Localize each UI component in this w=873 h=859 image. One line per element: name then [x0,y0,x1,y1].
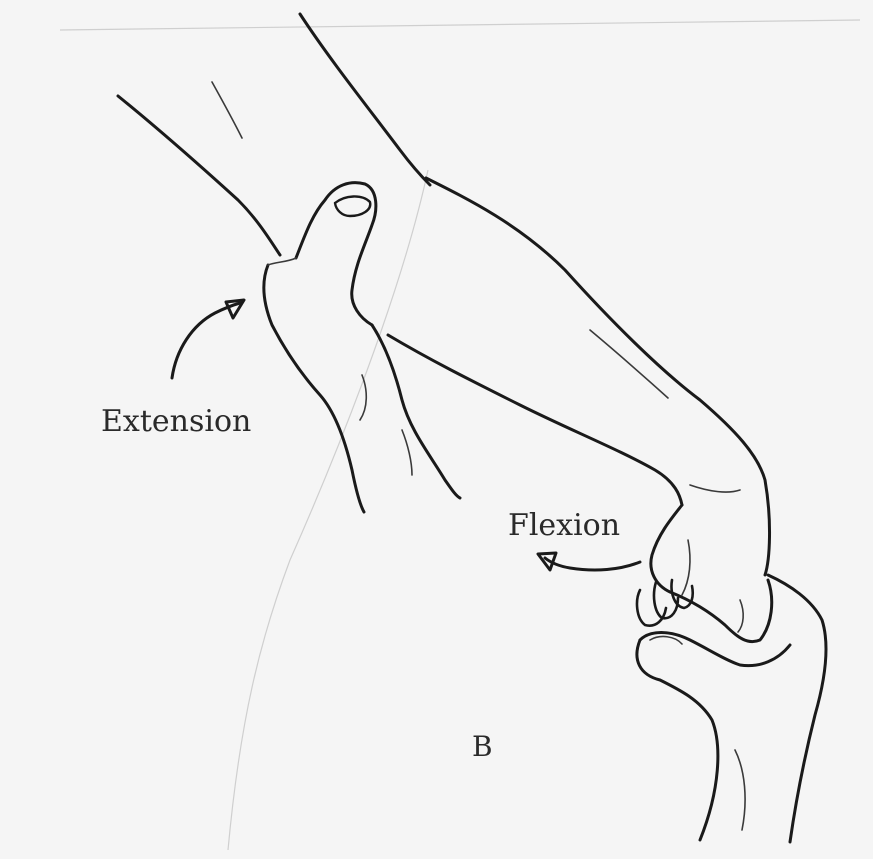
upper-arm-right-edge [300,14,430,185]
patient-fist-crease [682,540,690,595]
arm-shading-line [212,82,242,138]
forearm-upper-edge [118,96,280,255]
examiner-thumbnail [335,196,370,216]
patient-fist-crease-2 [738,600,743,632]
examiner-knuckle-line [268,258,296,265]
background-guide-line [228,170,428,850]
forearm-shading-line [690,485,740,492]
patient-fingers [637,580,693,626]
extension-label: Extension [101,404,251,439]
examiner-finger-crease-2 [402,430,412,475]
forearm-lower-edge [388,335,682,505]
panel-label: B [472,730,493,763]
support-hand-crease [735,750,745,830]
support-hand-inner [637,640,718,840]
patient-fist-outline [651,505,772,642]
support-hand-thumb [640,633,790,666]
examiner-hand-palm [264,265,364,512]
extension-arrowhead [226,300,244,318]
support-thumbnail [650,637,682,644]
flexion-arrow [545,558,640,570]
flexion-label: Flexion [508,508,620,543]
background-guide-line-2 [60,20,860,30]
support-hand-outer [768,575,826,842]
flexion-arrowhead [538,553,556,570]
